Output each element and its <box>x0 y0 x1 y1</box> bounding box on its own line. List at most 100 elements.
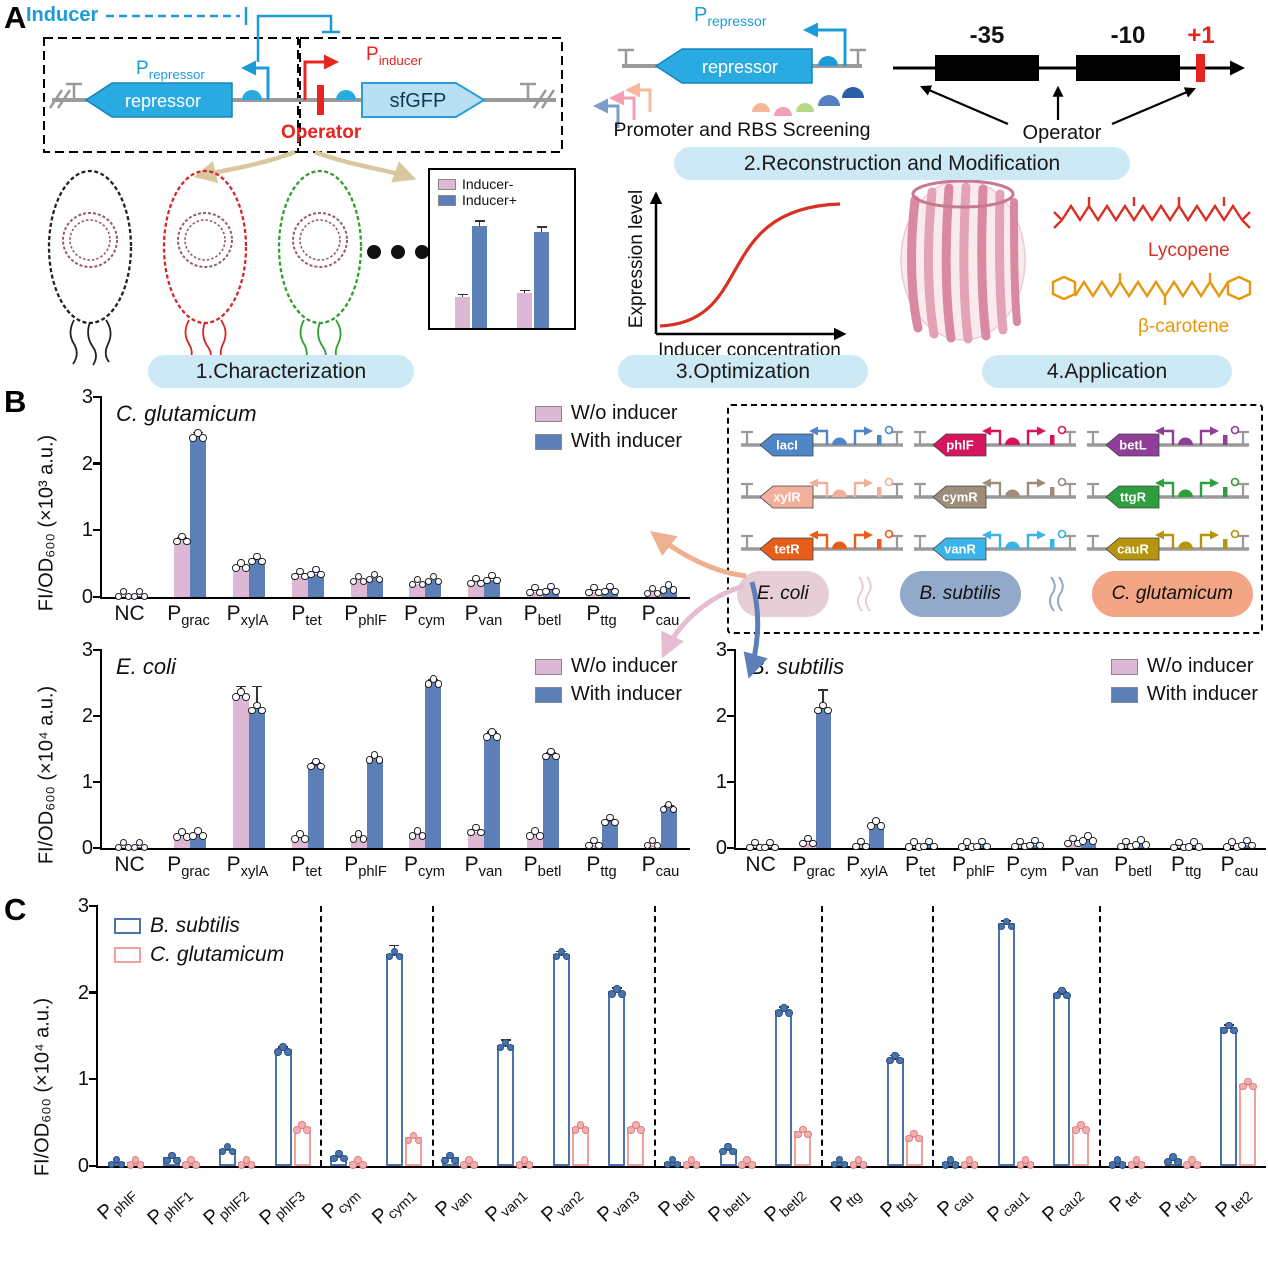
data-point <box>248 706 256 715</box>
data-point <box>472 823 480 832</box>
bar-group <box>1107 650 1160 851</box>
data-point <box>194 429 202 437</box>
data-point <box>840 1160 849 1169</box>
bar <box>232 685 250 848</box>
x-tick-label: Pcau <box>932 1187 977 1222</box>
x-tick-label: Pbetl1 <box>704 1187 754 1227</box>
bar-group <box>572 650 631 850</box>
bar <box>455 293 470 328</box>
y-tick-label: 0 <box>81 586 93 608</box>
data-point <box>465 1156 473 1164</box>
bar <box>163 1151 181 1166</box>
bar-row <box>102 397 690 601</box>
bar <box>997 917 1016 1166</box>
bar-group <box>895 650 948 851</box>
data-point <box>951 1161 960 1169</box>
bar <box>472 220 487 328</box>
group-separator <box>932 906 935 1166</box>
bar <box>542 582 560 597</box>
bar <box>643 584 662 598</box>
svg-text:phlF: phlF <box>946 438 973 453</box>
host-name: B. subtilis <box>919 583 1001 604</box>
inducer-label: Inducer <box>26 4 99 26</box>
data-point <box>920 842 928 851</box>
panel-c-label: C <box>4 892 27 927</box>
group-separator <box>320 906 323 1166</box>
dashed-box-repressor <box>43 37 299 153</box>
legend-item: B. subtilis <box>114 914 284 938</box>
legend-item: With inducer <box>534 683 682 706</box>
data-point <box>317 762 325 771</box>
data-point <box>194 827 202 835</box>
terminator-icon <box>850 48 866 66</box>
data-point <box>312 757 320 766</box>
data-point <box>761 843 769 852</box>
x-tick-label: Pvan <box>464 853 503 881</box>
bar <box>408 575 427 597</box>
error-bar <box>461 294 464 297</box>
data-point <box>595 841 603 850</box>
data-point <box>1026 1161 1035 1169</box>
data-point <box>1164 1158 1172 1166</box>
svg-text:xylR: xylR <box>773 490 801 505</box>
x-tick-label: PphlF <box>344 853 387 881</box>
optimization-ylabel: Expression level <box>626 189 647 329</box>
y-tick-mark <box>727 780 736 783</box>
bar-group <box>396 650 455 848</box>
data-point <box>390 947 399 956</box>
bacterium-red <box>162 169 248 366</box>
data-point <box>542 752 550 761</box>
y-tick-label: 1 <box>81 519 93 542</box>
data-point <box>611 587 619 596</box>
error-bar <box>540 226 543 232</box>
bar <box>799 834 817 848</box>
data-point <box>228 1147 237 1156</box>
bar <box>483 571 501 597</box>
bar <box>232 559 250 597</box>
data-point <box>237 1161 246 1169</box>
group-separator <box>1099 906 1102 1166</box>
data-point <box>1185 843 1193 851</box>
bar <box>1185 838 1203 851</box>
bar-group <box>1155 906 1211 1169</box>
x-tick-label: NC <box>114 853 145 876</box>
data-point <box>506 1043 515 1052</box>
data-point <box>408 832 417 840</box>
data-point <box>117 1160 126 1169</box>
data-point <box>780 1004 788 1012</box>
bar <box>1220 1021 1238 1166</box>
data-point <box>1118 1161 1127 1169</box>
data-point <box>824 706 832 715</box>
x-tick-label: Pbetl <box>523 853 562 881</box>
circuit-icon: phlF <box>913 425 1076 457</box>
bar <box>126 1156 145 1169</box>
circuit-vanR: vanR <box>908 515 1081 567</box>
bacterium-black <box>47 169 133 366</box>
data-point <box>960 1161 969 1169</box>
bar-group <box>789 650 842 848</box>
data-point <box>637 1126 645 1134</box>
legend-item: W/o inducer <box>534 402 682 425</box>
data-point <box>1142 841 1150 849</box>
bar <box>905 1129 923 1166</box>
data-point <box>618 990 626 998</box>
data-point <box>303 1126 311 1134</box>
data-point <box>515 1161 524 1169</box>
group-separator <box>654 906 657 1166</box>
chart-promoter-variants: FI/OD₆₀₀ (×10⁴ a.u.) B. subtilis C. glut… <box>26 896 1266 1268</box>
data-point <box>354 572 363 581</box>
bar <box>601 582 619 597</box>
data-point <box>119 838 128 847</box>
bar <box>552 947 571 1166</box>
legend-swatch <box>534 405 562 422</box>
data-point <box>1228 838 1236 846</box>
data-point <box>531 583 539 592</box>
bar-group <box>220 650 279 848</box>
bar <box>291 567 309 597</box>
y-tick-mark <box>93 462 102 465</box>
x-tick-label: Pcau <box>641 602 680 630</box>
